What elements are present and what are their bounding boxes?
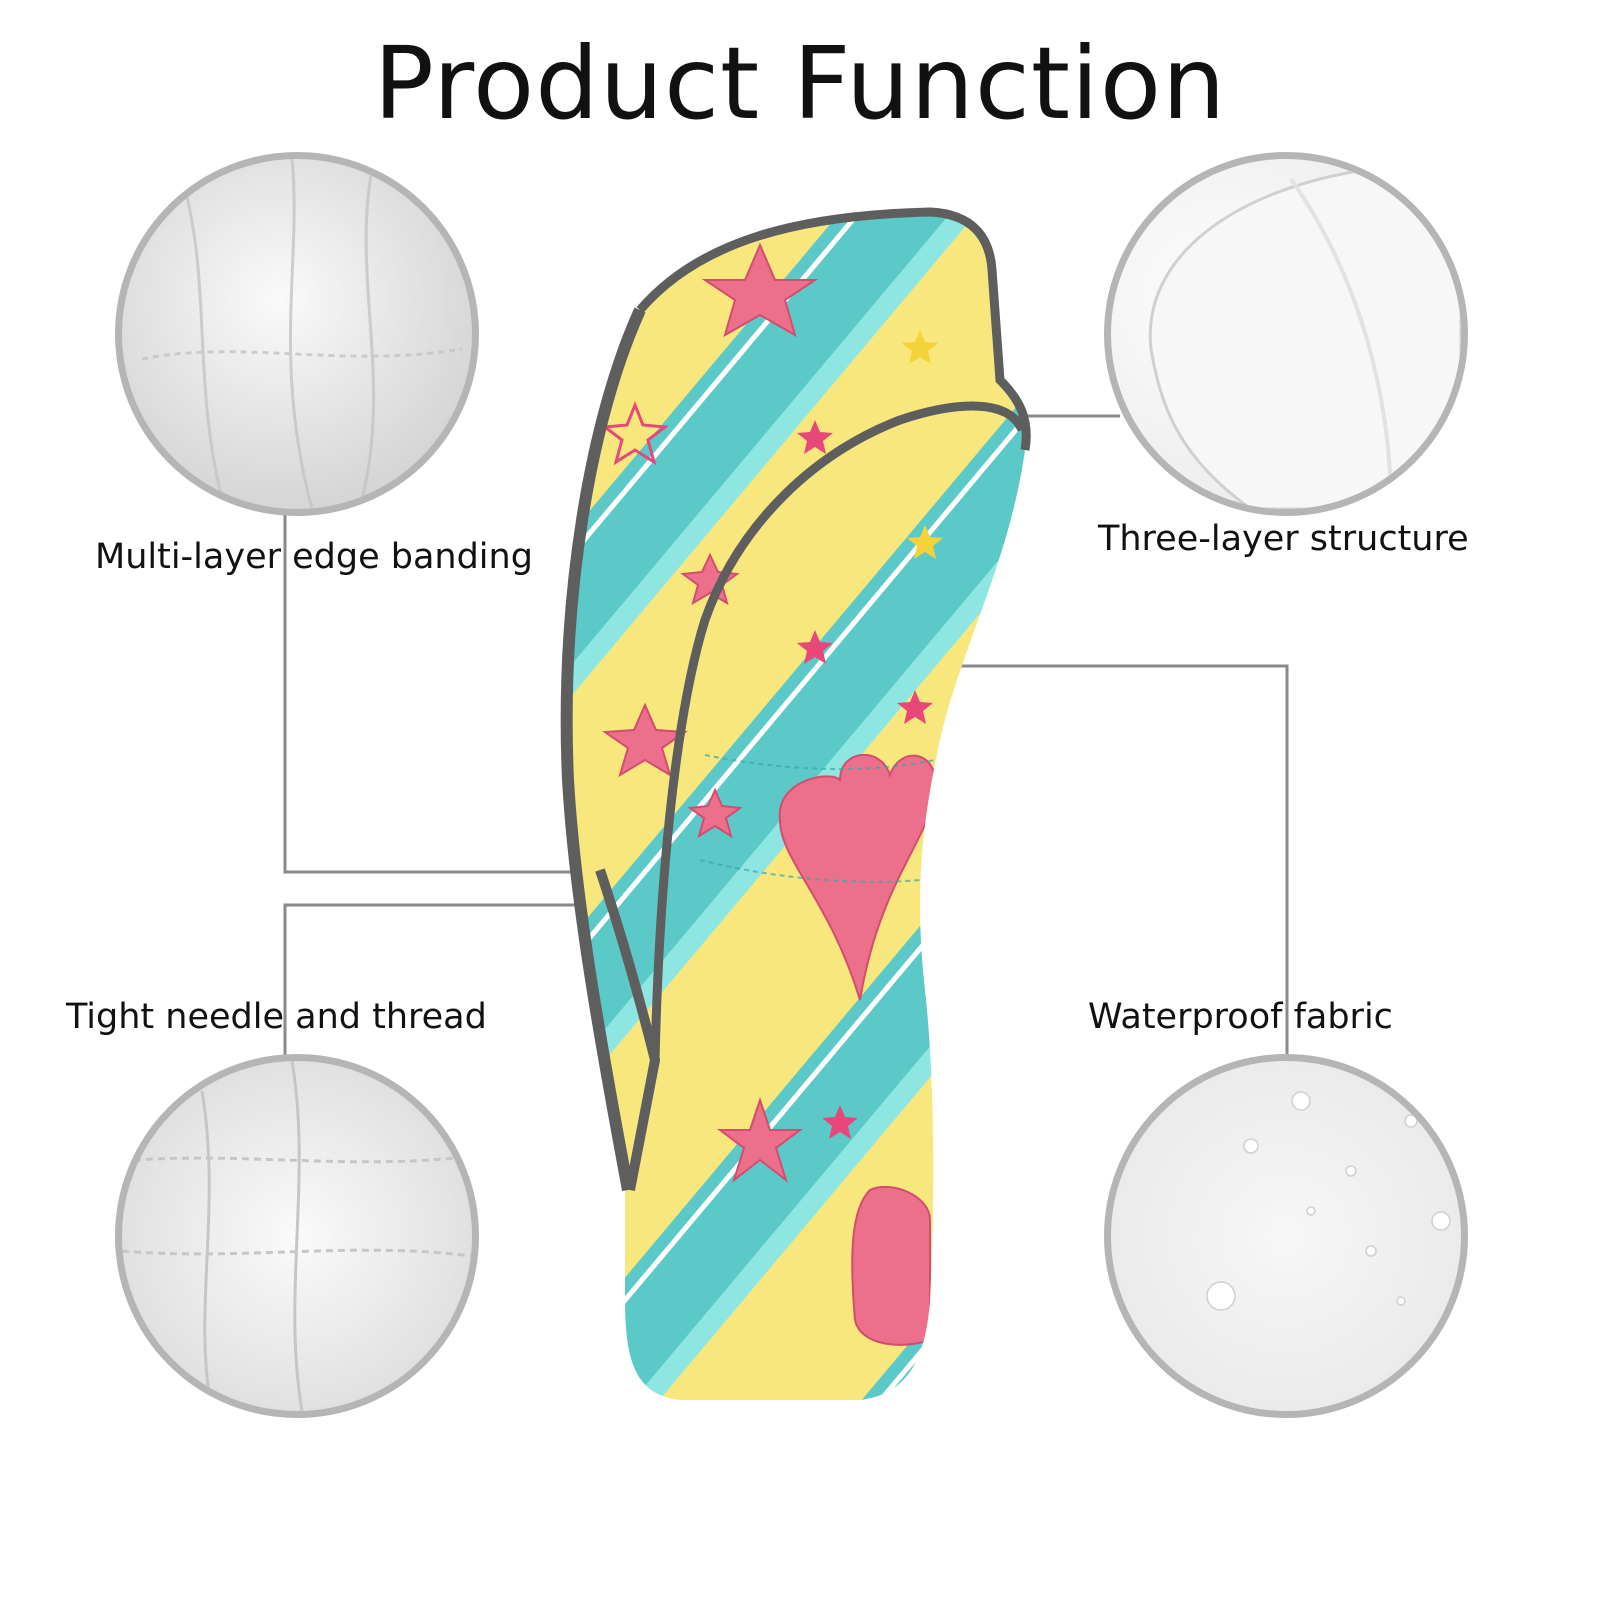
connector-waterproof: [900, 664, 1289, 1058]
three-layer-closeup-image: [1104, 152, 1468, 516]
connector-needle-thread: [283, 903, 602, 1058]
feature-label-waterproof: Waterproof fabric: [1088, 997, 1393, 1037]
feature-label-three-layer: Three-layer structure: [1098, 519, 1469, 559]
feature-label-needle-thread: Tight needle and thread: [66, 997, 487, 1037]
feature-label-edge-banding: Multi-layer edge banding: [95, 537, 533, 577]
waterproof-closeup-image: [1104, 1054, 1468, 1418]
stitching-closeup-image: [115, 1054, 479, 1418]
page-title: Product Function: [373, 25, 1227, 142]
edge-banding-closeup-image: [115, 152, 479, 516]
connector-edge-banding: [283, 512, 592, 874]
